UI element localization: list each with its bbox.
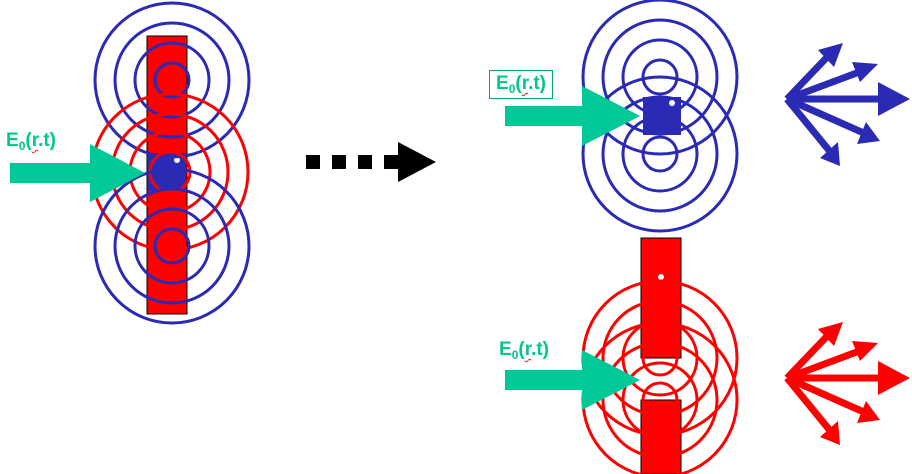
left-incident-arrow: [10, 144, 145, 202]
right-top-blue-square: [643, 97, 681, 135]
right-bottom-incident-arrow: [505, 350, 640, 410]
right-bottom-scatterer-group: [581, 237, 739, 474]
right-top-scatterer-group: [581, 0, 739, 233]
red-scattered-arrows: [784, 322, 910, 445]
blue-scattered-arrows: [784, 43, 910, 166]
left-bottom-blue-waves: [93, 167, 251, 325]
right-top-field-label: E0(r.t): [489, 70, 553, 99]
left-scatterer-group: [90, 1, 251, 325]
right-bottom-red-bar-upper: [640, 237, 682, 359]
right-bottom-red-bar-dot: [658, 274, 664, 280]
transition-arrow: [306, 142, 436, 182]
right-top-incident-arrow: [505, 86, 640, 146]
left-field-label: E0(r.t): [6, 130, 56, 153]
left-blue-square-dot: [174, 157, 180, 163]
right-bottom-field-label: E0(r.t): [499, 339, 549, 362]
left-top-blue-waves: [93, 1, 251, 159]
right-top-blue-square-dot: [669, 100, 675, 106]
